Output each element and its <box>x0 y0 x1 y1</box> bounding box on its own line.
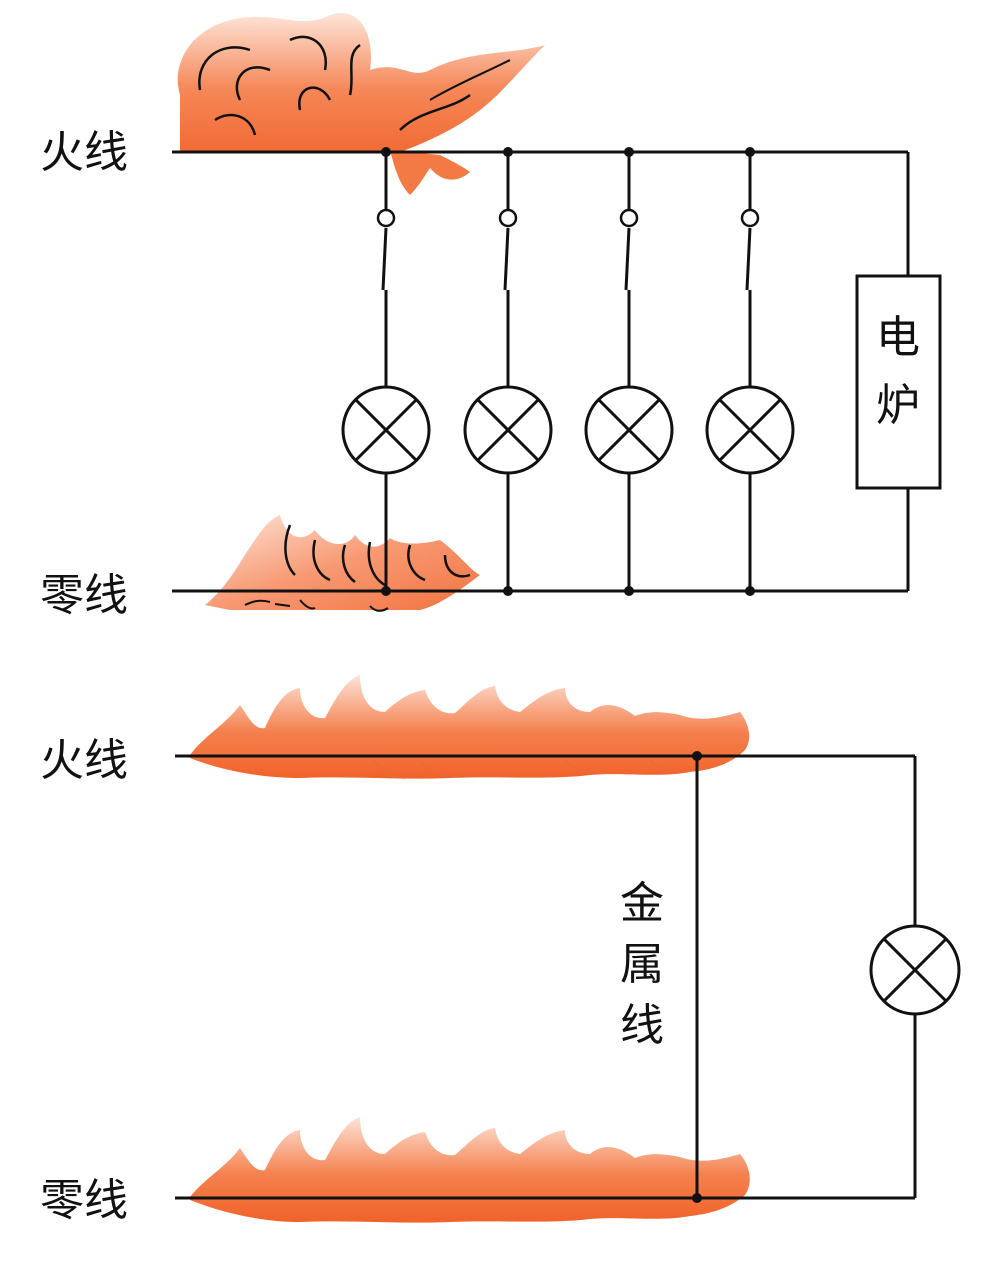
junction-dot <box>692 751 702 761</box>
stove-label-2: 炉 <box>876 380 920 431</box>
junction-dot <box>745 586 755 596</box>
top-neutral-fire <box>205 515 480 612</box>
bottom-live-fire <box>190 675 750 779</box>
junction-dot <box>624 586 634 596</box>
switch-blade <box>624 227 631 291</box>
top-circuit: 电 炉 <box>40 13 942 621</box>
bottom-neutral-label: 零线 <box>40 1175 128 1226</box>
junction-dot <box>503 586 513 596</box>
electric-stove <box>855 274 942 490</box>
metal-wire-label-2: 属 <box>620 939 664 990</box>
switch-contact <box>619 208 639 228</box>
top-live-fire <box>177 13 545 195</box>
lamp-icon <box>463 385 553 475</box>
switch-contact <box>376 208 396 228</box>
switch-contact <box>498 208 518 228</box>
lamp-icon <box>869 924 961 1016</box>
top-neutral-label: 零线 <box>40 570 128 621</box>
metal-wire-label-1: 金 <box>620 878 664 929</box>
lamp-icon <box>584 385 674 475</box>
metal-wire-label-3: 线 <box>620 1000 664 1051</box>
bottom-circuit: 金 属 线 火线 零线 <box>40 675 961 1226</box>
bottom-neutral-fire <box>190 1117 750 1223</box>
stove-label-1: 电 <box>876 312 920 363</box>
lamp-branch-4 <box>705 147 795 596</box>
top-live-label: 火线 <box>40 127 128 178</box>
lamp-branch-1 <box>341 147 431 596</box>
switch-blade <box>381 227 388 291</box>
lamp-icon <box>341 385 431 475</box>
switch-blade <box>745 227 752 291</box>
lamp-branch-3 <box>584 147 674 596</box>
switch-blade <box>503 227 510 291</box>
junction-dot <box>692 1193 702 1203</box>
switch-contact <box>740 208 760 228</box>
lamp-icon <box>705 385 795 475</box>
bottom-live-label: 火线 <box>40 735 128 786</box>
junction-dot <box>381 586 391 596</box>
lamp-branch-2 <box>463 147 553 596</box>
